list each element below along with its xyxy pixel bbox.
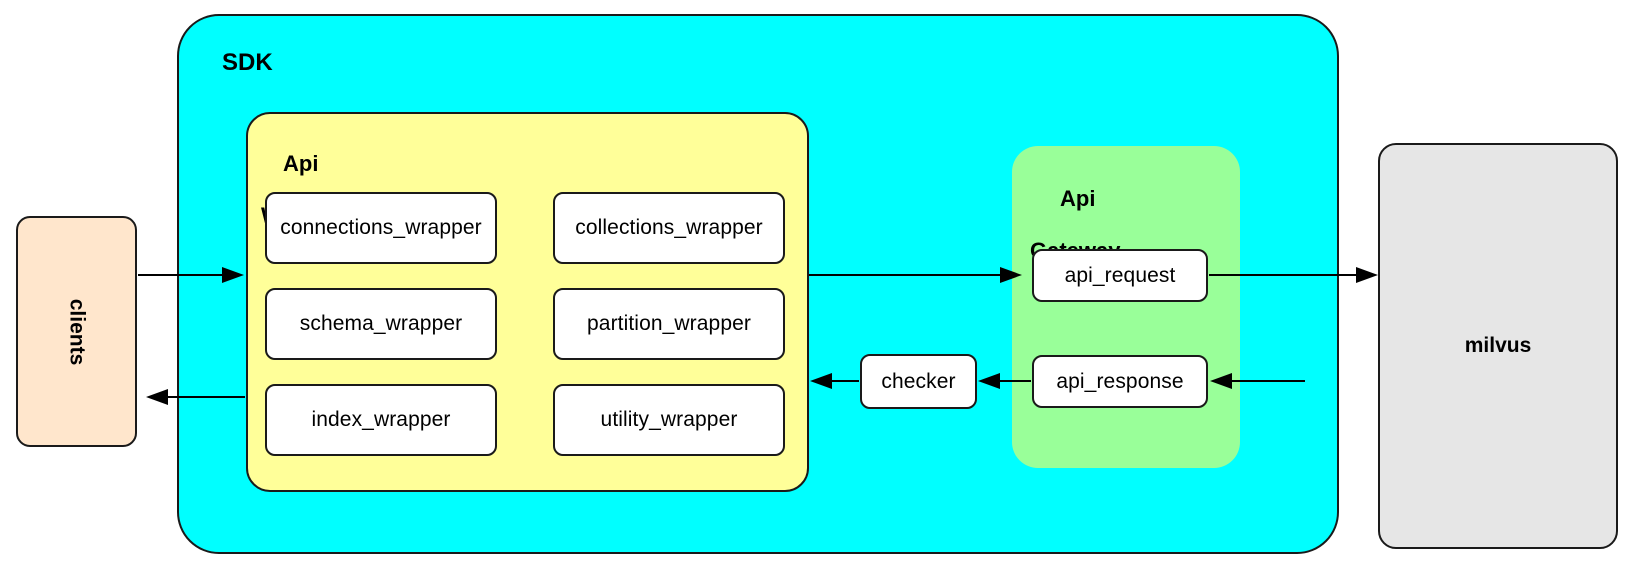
node-index-wrapper[interactable]: index_wrapper	[265, 384, 497, 456]
api-gateway-title-line1: Api	[1060, 185, 1096, 211]
node-label: utility_wrapper	[600, 408, 738, 431]
node-partition-wrapper[interactable]: partition_wrapper	[553, 288, 785, 360]
node-utility-wrapper[interactable]: utility_wrapper	[553, 384, 785, 456]
api-wrapper-title-line1: Api	[283, 150, 319, 176]
node-label: connections_wrapper	[280, 216, 482, 239]
milvus-node[interactable]: milvus	[1378, 143, 1618, 549]
node-label: schema_wrapper	[299, 312, 463, 335]
node-api-request[interactable]: api_request	[1032, 249, 1208, 302]
milvus-label: milvus	[1464, 334, 1532, 357]
node-schema-wrapper[interactable]: schema_wrapper	[265, 288, 497, 360]
node-label: collections_wrapper	[575, 216, 763, 239]
node-checker[interactable]: checker	[860, 354, 977, 409]
clients-label: clients	[65, 298, 89, 365]
node-label: index_wrapper	[311, 408, 451, 431]
clients-node[interactable]: clients	[16, 216, 137, 447]
node-connections-wrapper[interactable]: connections_wrapper	[265, 192, 497, 264]
sdk-title: SDK	[222, 49, 273, 76]
node-api-response[interactable]: api_response	[1032, 355, 1208, 408]
node-label: api_response	[1056, 369, 1184, 393]
node-label: partition_wrapper	[587, 312, 751, 335]
api-gateway-container: Api Gateway	[1012, 146, 1240, 468]
node-collections-wrapper[interactable]: collections_wrapper	[553, 192, 785, 264]
node-label: checker	[881, 369, 956, 393]
node-label: api_request	[1064, 263, 1176, 287]
